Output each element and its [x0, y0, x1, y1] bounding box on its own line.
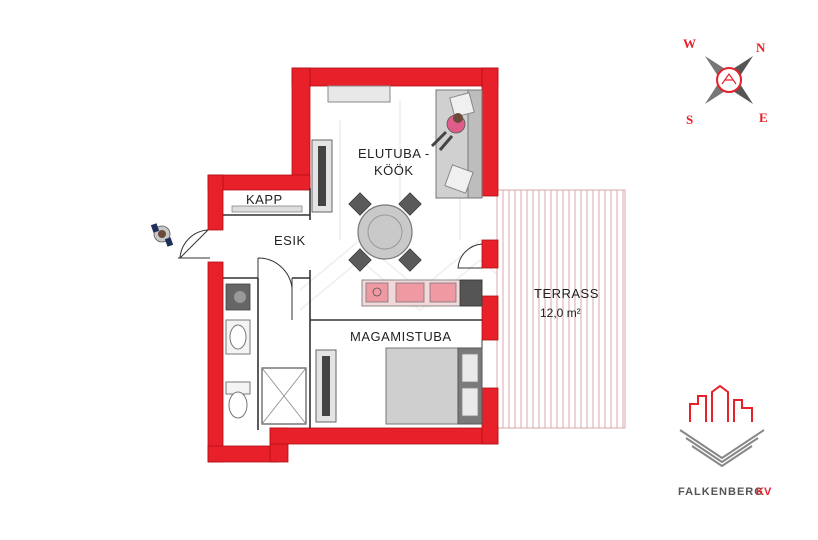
tv-unit [311, 139, 333, 213]
compass-s: S [686, 112, 693, 127]
visitor-icon [150, 223, 174, 247]
kitchen-counter [361, 279, 483, 307]
bedroom-wardrobe [315, 349, 337, 423]
compass-n: N [756, 40, 766, 55]
label-living: ELUTUBA - [358, 146, 430, 161]
closet [231, 205, 303, 213]
person-icon [430, 113, 466, 151]
interior-walls [223, 188, 482, 430]
bathroom [225, 283, 307, 425]
compass-w: W [683, 36, 696, 51]
terrace [496, 189, 626, 429]
label-hall: ESIK [274, 233, 306, 248]
walls [207, 67, 499, 463]
compass-e: E [759, 110, 768, 125]
dining-table [348, 192, 422, 272]
bed [385, 347, 483, 425]
label-terrace-area: 12,0 m² [540, 306, 581, 320]
label-closet: KAPP [246, 192, 283, 207]
wall-cabinet [327, 85, 391, 103]
brand-name: FALKENBERG [678, 486, 764, 498]
label-terrace: TERRASS [534, 286, 599, 301]
compass-icon: N E S W [683, 36, 768, 127]
sofa [435, 89, 483, 199]
brand-suffix: KV [756, 486, 772, 498]
label-bedroom: MAGAMISTUBA [350, 329, 452, 344]
brand-logo: FALKENBERG KV [678, 384, 772, 498]
label-kitchen: KÖÖK [374, 163, 414, 178]
